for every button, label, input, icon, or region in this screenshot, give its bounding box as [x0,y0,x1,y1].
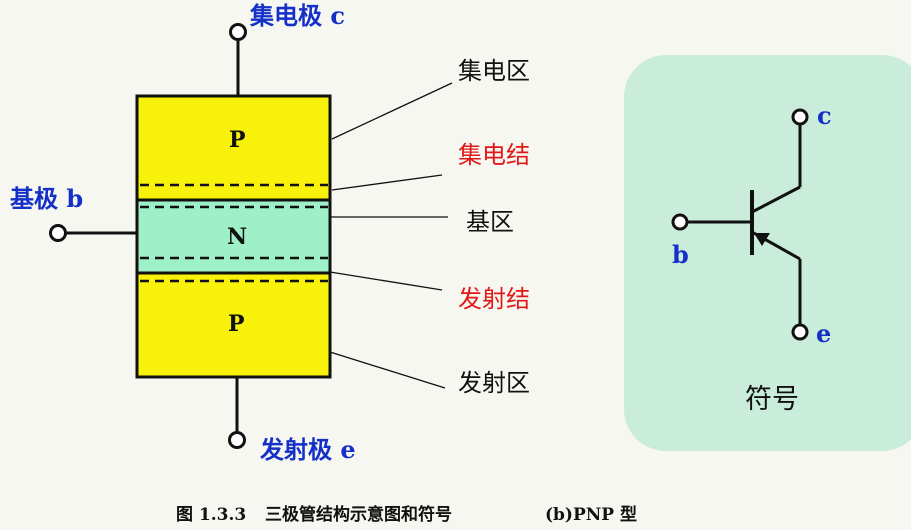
p-region-bottom [137,273,330,377]
figure-number: 图 1.3.3 [176,505,247,525]
symbol-collector-diagonal [751,185,801,214]
p-region-bottom-letter: P [228,311,245,337]
symbol-e-label: e [816,319,832,348]
emitter-region-label: 发射区 [458,369,530,397]
pointer-collector-junction [331,174,443,191]
symbol-emitter-terminal [791,323,809,341]
collector-terminal [229,23,247,41]
figure-title: 三极管结构示意图和符号 [265,505,452,525]
figure-type: (b)PNP 型 [545,505,637,525]
collector-terminal-label: 集电极 c [250,1,345,30]
block-outline [135,94,332,379]
pointer-emitter-junction [329,271,443,291]
emitter-terminal [228,431,246,449]
pointer-collector-region [331,82,453,140]
n-region [137,200,330,273]
pointer-emitter-region [329,351,446,389]
symbol-c-label: c [817,101,832,130]
p-region-top-letter: P [229,127,246,153]
base-terminal-label: 基极 b [10,184,84,213]
base-region-label: 基区 [466,208,514,236]
symbol-base-terminal [671,213,689,231]
p-region-top [137,96,330,200]
symbol-b-label: b [672,240,689,269]
symbol-panel [624,55,911,451]
symbol-title: 符号 [745,384,799,415]
emitter-terminal-label: 发射极 e [260,435,356,464]
collector-region-label: 集电区 [458,57,530,85]
n-region-letter: N [227,224,248,250]
emitter-junction-label: 发射结 [458,285,530,313]
symbol-emitter-arrow-icon [754,233,770,246]
collector-junction-label: 集电结 [458,141,530,169]
base-terminal [49,224,67,242]
symbol-collector-terminal [791,108,809,126]
